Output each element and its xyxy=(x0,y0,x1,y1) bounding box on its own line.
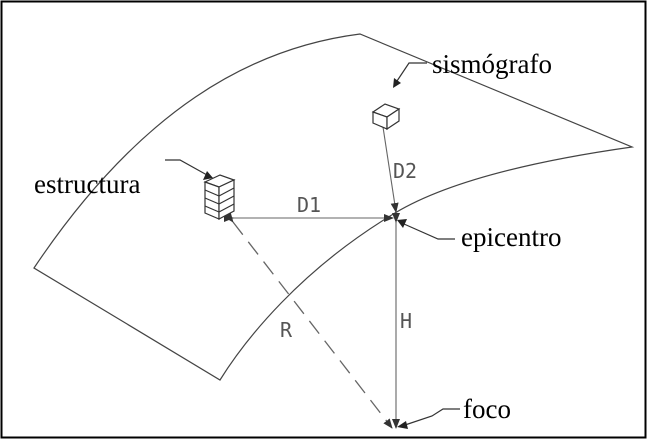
foco-leader xyxy=(404,408,460,426)
estructura-label: estructura xyxy=(34,169,140,199)
d2-label: D2 xyxy=(393,159,417,183)
epicentro-leader-arrow xyxy=(397,219,407,228)
sismografo-label: sismógrafo xyxy=(432,49,552,79)
h-label: H xyxy=(400,309,412,333)
sismografo-leader xyxy=(396,62,427,82)
earth-surface-patch xyxy=(33,33,635,381)
epicentro-leader xyxy=(403,223,455,240)
estructura-leader-arrow xyxy=(203,171,213,180)
epicentro-label: epicentro xyxy=(461,222,561,252)
r-hypocentral-line xyxy=(224,212,393,429)
foco-leader-arrow xyxy=(397,421,408,429)
d2-dimension-line xyxy=(377,117,399,213)
estructura-leader xyxy=(165,159,208,176)
seismograph-icon xyxy=(371,103,401,131)
r-label: R xyxy=(280,318,293,342)
d1-label: D1 xyxy=(297,193,321,217)
sismografo-leader-arrow xyxy=(393,78,401,88)
foco-label: foco xyxy=(463,394,511,424)
structure-icon xyxy=(203,174,236,220)
